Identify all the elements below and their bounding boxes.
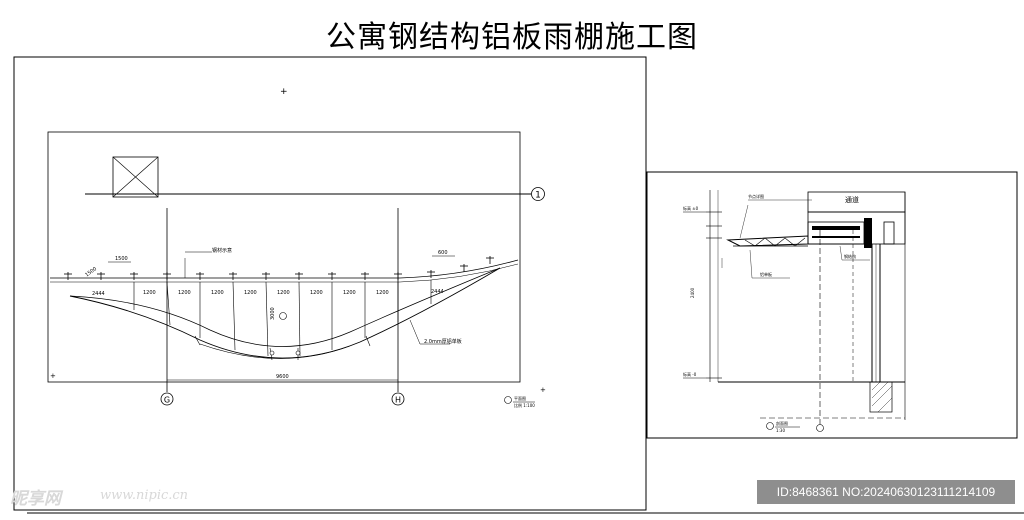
svg-text:+: + xyxy=(50,372,56,380)
drawing-title: 公寓钢结构铝板雨棚施工图 xyxy=(326,20,698,55)
left-plan-frame xyxy=(47,131,521,383)
svg-text:平面图: 平面图 xyxy=(514,395,526,401)
column-cross-box xyxy=(112,156,159,198)
image-id-bar: ID:8468361 NO:20240630123111214109 xyxy=(757,480,1015,504)
svg-text:3000: 3000 xyxy=(270,307,276,320)
svg-text:H: H xyxy=(395,396,401,405)
svg-text:1200: 1200 xyxy=(143,290,156,296)
callout-steel: 钢材示意 xyxy=(212,247,232,254)
watermark-url: www.nipic.cn xyxy=(100,488,189,503)
watermark-logo: 昵享网 xyxy=(10,489,61,509)
canopy-top-edge xyxy=(50,259,519,279)
svg-text:2444: 2444 xyxy=(92,291,105,297)
svg-text:600: 600 xyxy=(438,250,448,256)
canopy-ribs xyxy=(133,280,432,357)
svg-text:2444: 2444 xyxy=(431,289,444,295)
svg-text:1200: 1200 xyxy=(277,290,290,296)
svg-text:标高 -0: 标高 -0 xyxy=(683,371,697,377)
svg-text:+: + xyxy=(280,87,288,97)
axis-bubble-1: 1 xyxy=(531,187,545,201)
svg-text:比例 1:100: 比例 1:100 xyxy=(514,402,535,408)
axis-bubble-g: G xyxy=(160,392,174,406)
right-sheet-frame xyxy=(646,171,1018,439)
svg-text:+: + xyxy=(540,386,546,394)
svg-text:G: G xyxy=(164,396,170,405)
svg-text:铝单板: 铝单板 xyxy=(760,271,772,277)
level-marker-top: 标高 ±0 xyxy=(683,205,706,213)
svg-text:1500: 1500 xyxy=(115,256,128,262)
section-scale-note: 剖面图 1:30 xyxy=(766,420,800,433)
svg-text:1:30: 1:30 xyxy=(776,428,785,433)
svg-text:钢结构: 钢结构 xyxy=(844,253,856,259)
svg-text:1200: 1200 xyxy=(310,290,323,296)
svg-text:1200: 1200 xyxy=(244,290,257,296)
left-sheet-frame xyxy=(13,56,647,511)
canopy-section xyxy=(726,218,895,248)
svg-text:标高 ±0: 标高 ±0 xyxy=(683,205,699,211)
plan-scale-note: 平面图 比例 1:100 xyxy=(504,395,535,408)
svg-text:9600: 9600 xyxy=(276,374,289,380)
canopy-outer-curve xyxy=(69,267,501,359)
svg-text:1200: 1200 xyxy=(211,290,224,296)
level-marker-bottom: 标高 -0 xyxy=(683,371,706,379)
svg-text:1: 1 xyxy=(535,191,541,201)
svg-text:2400: 2400 xyxy=(690,287,695,298)
svg-text:节点详图: 节点详图 xyxy=(748,193,764,199)
svg-text:1200: 1200 xyxy=(343,290,356,296)
room-label: 通道 xyxy=(845,195,859,204)
callout-aluminum: 2.0mm厚铝单板 xyxy=(424,338,462,345)
svg-text:1200: 1200 xyxy=(376,290,389,296)
top-dimension-labels: 2444 1200 1200 1200 1200 1200 1200 1200 … xyxy=(92,289,444,297)
axis-bubble-h: H xyxy=(391,392,405,406)
canopy-inner-curve xyxy=(69,267,501,347)
svg-text:剖面图: 剖面图 xyxy=(776,420,788,426)
dimension-ticks xyxy=(64,256,494,280)
svg-text:1500: 1500 xyxy=(84,266,98,278)
svg-text:1200: 1200 xyxy=(178,290,191,296)
